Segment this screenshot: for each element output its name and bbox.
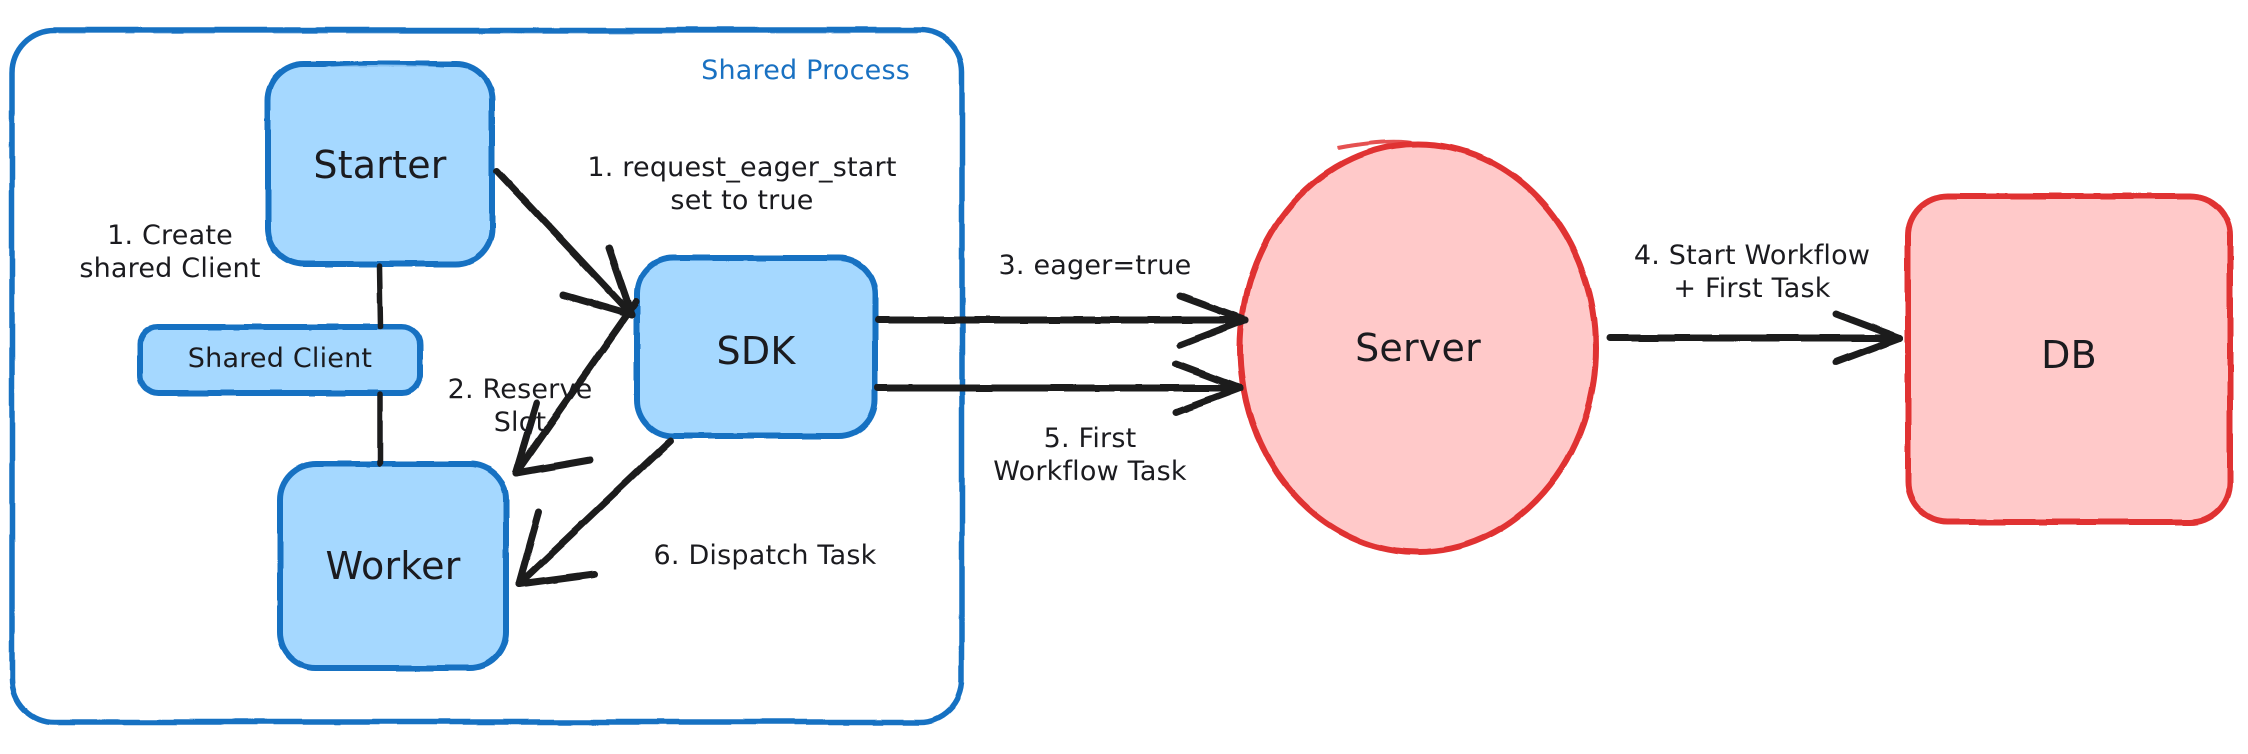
edge-label-dispatch-task: 6. Dispatch Task (653, 540, 877, 571)
node-label-db: DB (2041, 333, 2097, 377)
node-label-starter: Starter (313, 143, 447, 187)
node-label-server: Server (1355, 326, 1481, 370)
edge-label-create-shared-client: 1. Create shared Client (79, 220, 261, 284)
edge-label-request-eager-start: 1. request_eager_start set to true (587, 152, 897, 216)
node-label-sdk: SDK (716, 329, 796, 373)
node-sdk-shape[interactable] (634, 255, 878, 439)
shared-process-container (9, 27, 965, 725)
edge-eager-true (874, 292, 1249, 349)
edge-label-eager-true: 3. eager=true (998, 250, 1192, 281)
edge-create-shared-client (376, 263, 383, 330)
shared-process-label: Shared Process (701, 55, 910, 86)
edge-start-workflow-first-task (1606, 310, 1904, 366)
node-server-shape[interactable] (1237, 139, 1599, 555)
edge-reserve-slot (512, 298, 640, 477)
edge-request-eager-start (493, 167, 636, 319)
node-label-worker: Worker (325, 544, 461, 588)
edge-label-start-workflow-first-task: 4. Start Workflow + First Task (1633, 240, 1871, 304)
node-label-shared-client: Shared Client (187, 343, 373, 374)
node-worker-shape[interactable] (277, 461, 509, 671)
edge-first-workflow-task (874, 360, 1244, 416)
node-shared-client-shape[interactable] (137, 324, 423, 396)
edge-dispatch-task (515, 437, 674, 588)
edge-label-first-workflow-task: 5. First Workflow Task (993, 423, 1187, 487)
node-db-shape[interactable] (1905, 193, 2233, 525)
edge-label-reserve-slot: 2. Reserve Slot (447, 374, 593, 438)
